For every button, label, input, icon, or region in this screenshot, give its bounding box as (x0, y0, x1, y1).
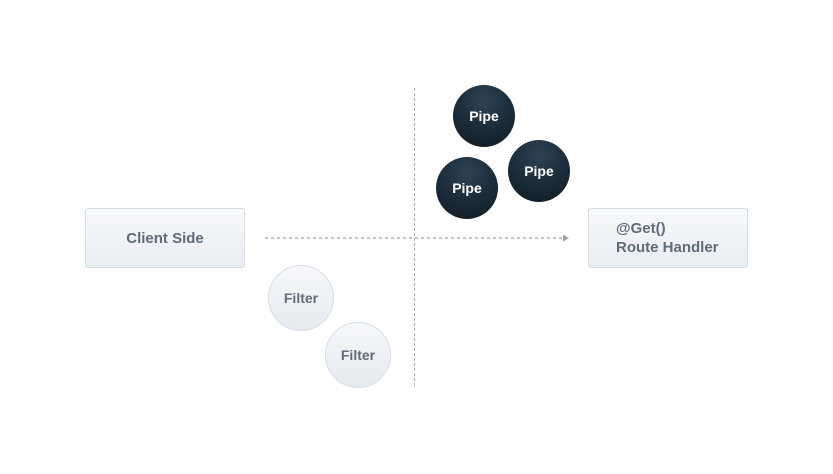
filter-label: Filter (283, 290, 319, 306)
pipe-label: Pipe (524, 163, 554, 179)
route-handler-decorator: @Get() (616, 220, 666, 237)
filter-circle: Filter (268, 265, 334, 331)
client-side-box: Client Side (85, 208, 245, 268)
client-side-label: Client Side (126, 229, 204, 247)
pipe-label: Pipe (452, 180, 482, 196)
pipe-circle: Pipe (436, 157, 498, 219)
pipe-label: Pipe (469, 108, 499, 124)
route-handler-label: Route Handler (616, 239, 719, 256)
route-handler-box: @Get() Route Handler (588, 208, 748, 268)
pipe-circle: Pipe (508, 140, 570, 202)
pipe-circle: Pipe (453, 85, 515, 147)
filter-circle: Filter (325, 322, 391, 388)
filter-label: Filter (340, 347, 376, 363)
boundary-divider (414, 88, 415, 386)
request-arrow-head (563, 234, 569, 242)
